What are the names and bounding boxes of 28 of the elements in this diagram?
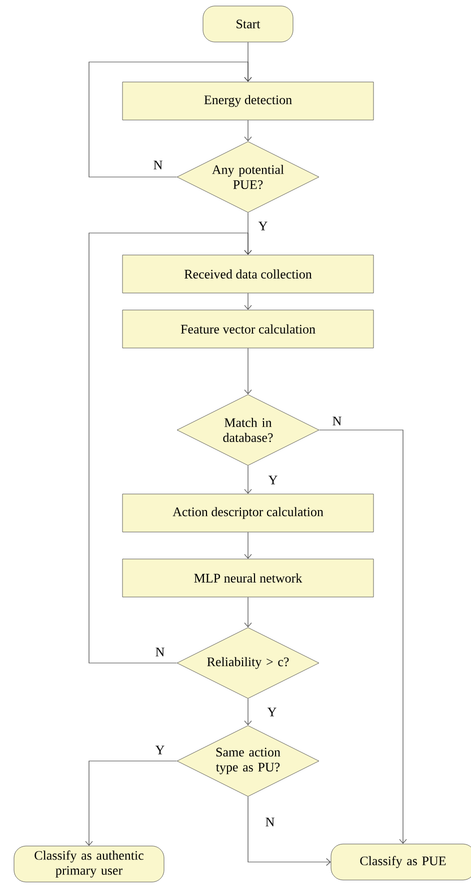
edge-label: N [152,160,164,170]
arrow [244,465,252,494]
edge-label: N [264,816,276,828]
edge-label: N [331,416,343,426]
terminal-box: Classify as PUE [330,844,471,880]
process-box: MLP neural network [122,558,374,598]
arrow [248,796,331,866]
process-box: Feature vector calculation [122,310,374,348]
edge-label: Y [266,706,278,718]
arrow [244,698,252,726]
arrow [318,430,407,844]
arrow [244,348,252,394]
edge-label: Y [257,220,269,232]
terminal-box: Classify as authentic primary user [14,846,164,882]
edge-label: Y [267,474,279,486]
arrow [244,120,252,142]
edge-label: N [154,646,166,658]
process-box: Received data collection [122,254,374,294]
arrow [244,532,252,559]
arrow [244,292,252,310]
edge-label: Y [154,744,166,756]
process-box: Action descriptor calculation [122,494,374,532]
terminal-box: Start [202,6,294,42]
process-box: Energy detection [122,82,374,120]
arrow [244,596,252,628]
arrow [88,62,252,178]
arrow [85,760,178,846]
arrow [88,232,252,664]
